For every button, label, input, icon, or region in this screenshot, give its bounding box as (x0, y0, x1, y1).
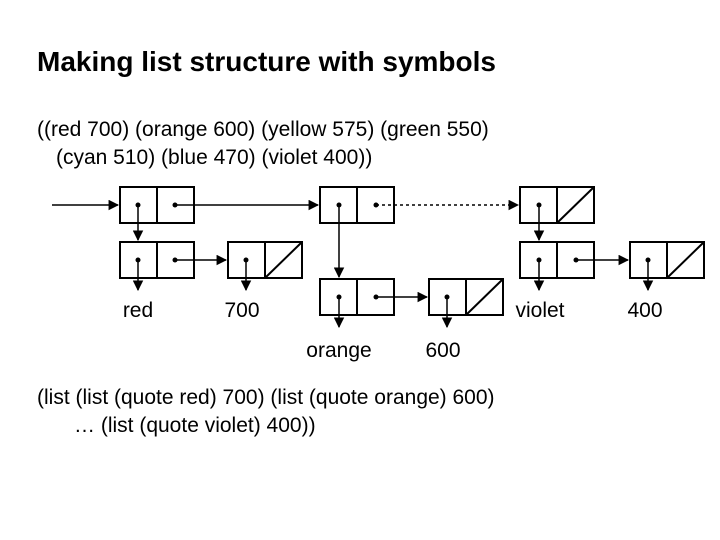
symbol-orange: orange (306, 339, 371, 362)
sublist-orange-cell-2 (428, 278, 504, 316)
expression-line-1: ((red 700) (orange 600) (yellow 575) (gr… (37, 118, 489, 141)
spine-cell-last (519, 186, 595, 224)
symbol-400: 400 (627, 299, 662, 322)
sublist-violet-cell-2 (629, 241, 705, 279)
sublist-red-cell-2 (227, 241, 303, 279)
symbol-violet: violet (515, 299, 564, 322)
code-line-1: (list (list (quote red) 700) (list (quot… (37, 386, 495, 409)
symbol-600: 600 (425, 339, 460, 362)
symbol-700: 700 (224, 299, 259, 322)
slide-title: Making list structure with symbols (37, 46, 496, 77)
symbol-red: red (123, 299, 153, 322)
expression-line-2: (cyan 510) (blue 470) (violet 400)) (56, 146, 373, 169)
code-line-2: … (list (quote violet) 400)) (74, 414, 316, 437)
